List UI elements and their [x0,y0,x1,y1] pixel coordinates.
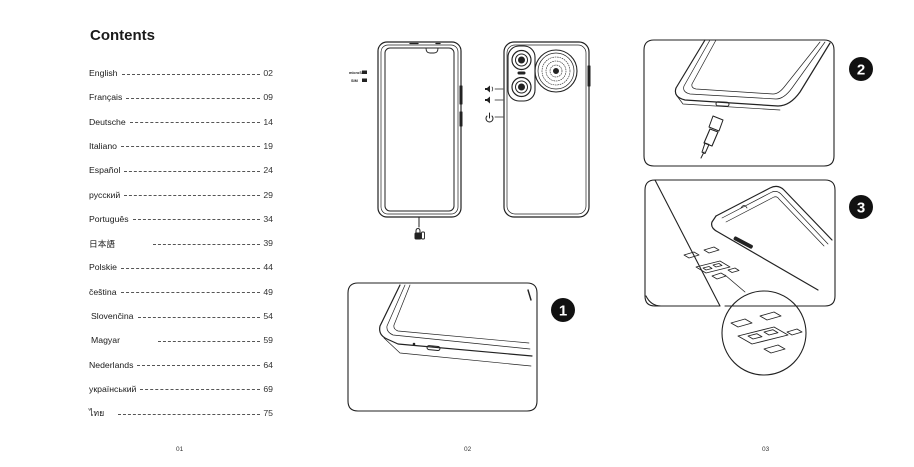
step-3-number: 3 [857,200,865,217]
volume-down-icon [485,97,503,104]
phone-back-illustration [504,42,590,217]
sim-slot-labels: microSD SIM [349,71,367,84]
step-3-illustration [645,180,835,375]
step-1-illustration [348,283,537,411]
sim-slot-label: SIM [351,79,358,83]
step-1-number: 1 [559,303,567,320]
phone-front-illustration [378,42,462,227]
volume-up-icon [485,86,503,93]
step-2-illustration [644,40,834,166]
step-2-number: 2 [857,62,865,79]
power-icon [486,113,503,122]
lock-icon [415,229,425,240]
